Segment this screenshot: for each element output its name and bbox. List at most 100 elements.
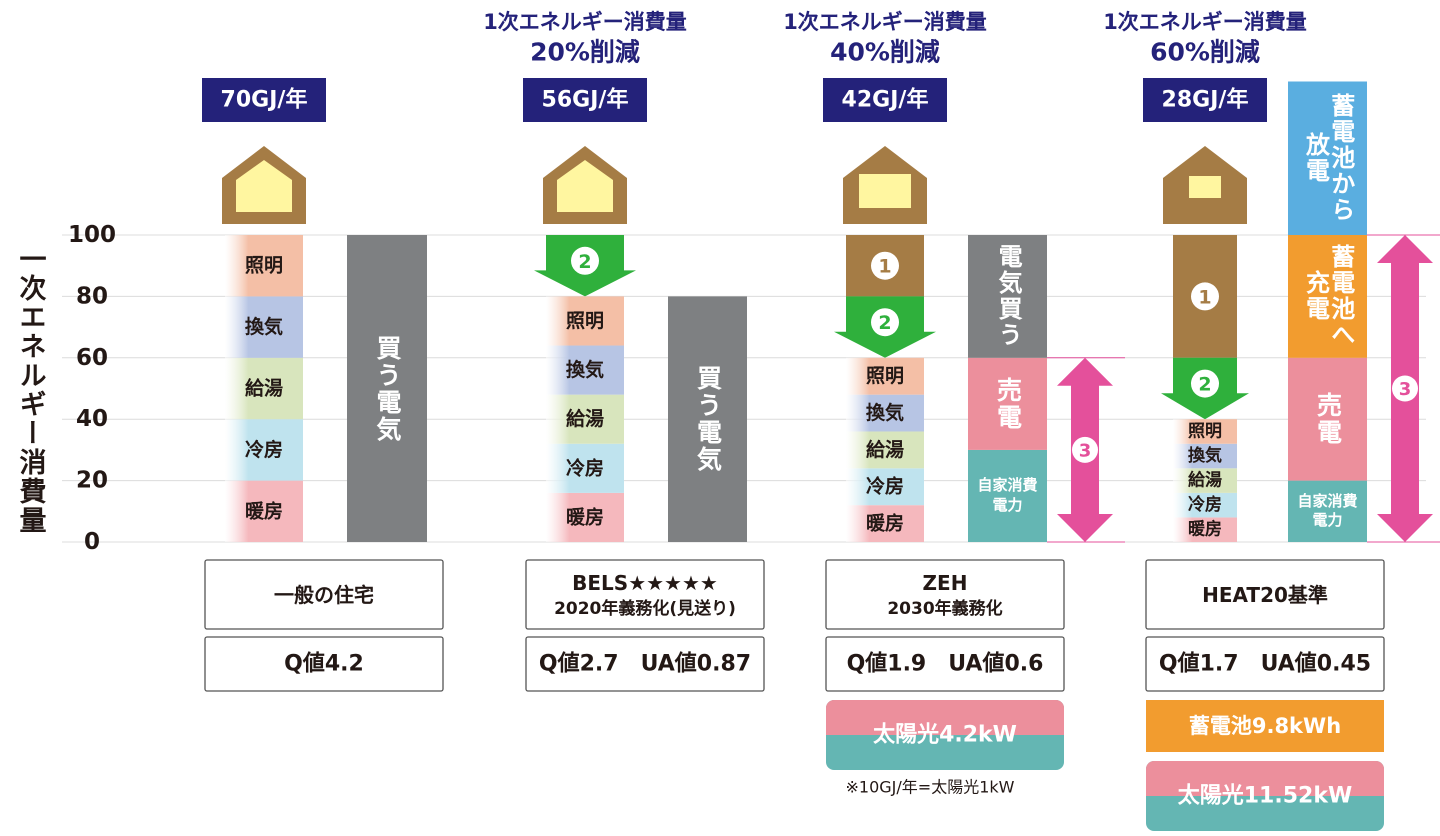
- supply-bar: [347, 235, 427, 542]
- spec-box: [525, 559, 765, 630]
- badge-bg: [1143, 78, 1267, 122]
- marker-circle: [1191, 282, 1219, 311]
- stack-label: 給湯: [566, 407, 604, 430]
- y-tick-label: 60: [76, 345, 108, 371]
- spec-title: HEAT20基準: [1202, 583, 1328, 607]
- supply-label: 売電: [993, 376, 1023, 431]
- reduction-percent: 20%削減: [530, 38, 640, 67]
- supply-label: 買う電気: [693, 365, 723, 474]
- badge-bg: [523, 78, 647, 122]
- marker-circle: [571, 246, 599, 275]
- performance-value: Q値4.2: [284, 652, 364, 677]
- stack-label: 給湯: [1188, 470, 1222, 491]
- marker-circle: [871, 308, 899, 337]
- spec-box: [204, 559, 444, 630]
- house-window-icon: [236, 160, 292, 212]
- supply-bar: [1288, 480, 1367, 542]
- stack-bar-暖房: [846, 505, 924, 542]
- marker-number: 1: [878, 256, 891, 278]
- stack-bar-換気: [546, 345, 624, 395]
- stack-label: 換気: [866, 401, 904, 424]
- stack-label: 換気: [566, 358, 604, 381]
- marker-number: 1: [1198, 286, 1211, 308]
- marker-number: 2: [1198, 374, 1211, 396]
- stack-bar-暖房: [1173, 517, 1237, 542]
- marker-number: 2: [578, 251, 591, 273]
- supply-label: 蓄電池から放電: [1301, 93, 1355, 224]
- marker-circle: [1191, 369, 1219, 398]
- stack-label: 冷房: [866, 475, 904, 498]
- y-tick-label: 80: [76, 283, 108, 309]
- supply-label: 自家消費電力: [977, 476, 1038, 514]
- badge-label: 42GJ/年: [842, 87, 929, 113]
- stack-bar-給湯: [225, 357, 303, 420]
- stack-bar-給湯: [1173, 468, 1237, 493]
- spec-title: BELS★★★★★: [572, 571, 718, 595]
- stack-label: 給湯: [245, 377, 283, 400]
- stack-label: 暖房: [566, 505, 604, 528]
- stack-bar-冷房: [1173, 492, 1237, 518]
- equipment-label: 太陽光4.2kW: [873, 723, 1017, 748]
- stack-label: 照明: [866, 365, 904, 387]
- performance-value: Q値1.7 UA値0.45: [1159, 652, 1371, 677]
- house-window-icon: [859, 174, 911, 208]
- supply-bar: [1288, 357, 1367, 481]
- stack-bar-冷房: [225, 419, 303, 481]
- spec-subtitle: 2020年義務化(見送り): [554, 598, 736, 619]
- supply-label: 自家消費電力: [1297, 491, 1358, 530]
- supply-bar: [968, 235, 1047, 358]
- reduction-title: 1次エネルギー消費量: [1103, 10, 1307, 34]
- equipment-pill-top: [826, 700, 1064, 735]
- equipment-label: 太陽光11.52kW: [1178, 784, 1353, 809]
- stack-bar-照明: [1173, 419, 1237, 444]
- y-tick-label: 40: [76, 406, 108, 432]
- spec-box: [825, 559, 1065, 630]
- supply-bar: [1288, 81, 1367, 235]
- stack-bar-照明: [225, 235, 303, 297]
- badge-label: 70GJ/年: [221, 87, 308, 113]
- equipment-label: 蓄電池9.8kWh: [1189, 714, 1341, 738]
- stack-bar-冷房: [846, 468, 924, 506]
- marker-circle: [1392, 375, 1418, 402]
- stack-label: 照明: [566, 310, 604, 332]
- spec-title: ZEH: [923, 571, 968, 595]
- performance-box: [525, 636, 765, 692]
- house-window-icon: [1189, 176, 1221, 198]
- equipment-pill-top: [1146, 761, 1384, 796]
- supply-bar: [668, 296, 747, 542]
- performance-value: Q値1.9 UA値0.6: [847, 652, 1044, 677]
- marker-number: 3: [1399, 379, 1412, 400]
- stack-bar-照明: [846, 357, 924, 395]
- stack-bar-暖房: [546, 492, 624, 542]
- marker-number: 3: [1079, 440, 1092, 461]
- stack-label: 冷房: [566, 456, 604, 479]
- reduction-percent: 40%削減: [830, 38, 940, 67]
- stack-label: 換気: [245, 315, 283, 338]
- marker-number: 2: [878, 312, 891, 334]
- stack-label: 暖房: [245, 499, 283, 522]
- stack-bar-換気: [225, 296, 303, 358]
- supply-label: 電気買う: [994, 244, 1023, 349]
- supply-label: 蓄電池へ充電: [1301, 244, 1355, 349]
- badge-bg: [202, 78, 326, 122]
- reduction-title: 1次エネルギー消費量: [783, 10, 987, 34]
- badge-label: 28GJ/年: [1162, 87, 1249, 113]
- supply-bar: [1288, 235, 1367, 358]
- y-tick-label: 20: [76, 468, 108, 494]
- stack-bar-給湯: [546, 394, 624, 444]
- reduction-percent: 60%削減: [1150, 38, 1260, 67]
- reduction-title: 1次エネルギー消費量: [483, 10, 687, 34]
- footnote: ※10GJ/年=太陽光1kW: [846, 778, 1015, 797]
- performance-box: [204, 636, 444, 692]
- spec-subtitle: 2030年義務化: [887, 598, 1002, 619]
- performance-value: Q値2.7 UA値0.87: [539, 652, 751, 677]
- stack-label: 暖房: [1188, 519, 1222, 540]
- stack-label: 給湯: [866, 438, 904, 461]
- marker-circle: [871, 251, 899, 280]
- stack-label: 暖房: [866, 512, 904, 535]
- stack-label: 照明: [1188, 421, 1222, 441]
- supply-label: 買う電気: [373, 334, 402, 443]
- stack-bar-換気: [846, 394, 924, 432]
- stack-label: 冷房: [245, 438, 283, 461]
